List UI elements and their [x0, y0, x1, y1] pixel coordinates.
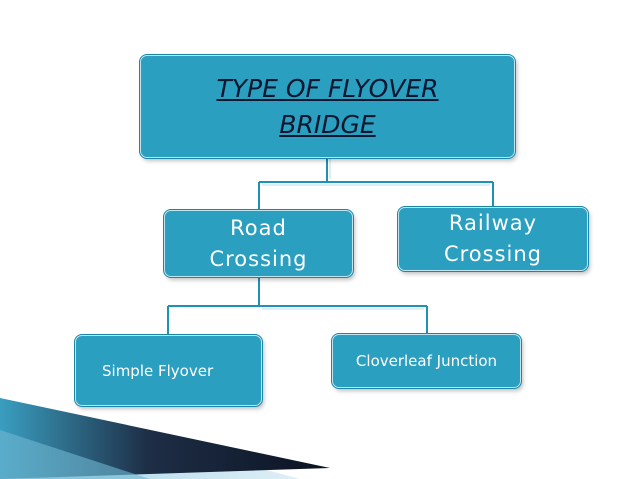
root-title-line-1: TYPE OF FLYOVER	[216, 73, 439, 103]
railway-crossing-line-2: Crossing	[443, 242, 543, 266]
simple-flyover-label: Simple Flyover	[102, 361, 214, 380]
node-simple-flyover: Simple Flyover	[75, 335, 262, 406]
road-crossing-line-1: Road	[230, 215, 287, 240]
railway-crossing-line-1: Railway	[448, 211, 538, 235]
cloverleaf-junction-label: Cloverleaf Junction	[355, 352, 498, 370]
node-cloverleaf-junction: Cloverleaf Junction	[332, 334, 521, 388]
root-node-type-of-flyover-bridge: TYPE OF FLYOVER BRIDGE	[140, 55, 515, 158]
node-railway-crossing: Railway Crossing	[398, 207, 588, 271]
node-road-crossing: Road Crossing	[164, 210, 353, 277]
root-title-line-2: BRIDGE	[279, 109, 376, 139]
road-crossing-line-2: Crossing	[209, 246, 308, 271]
